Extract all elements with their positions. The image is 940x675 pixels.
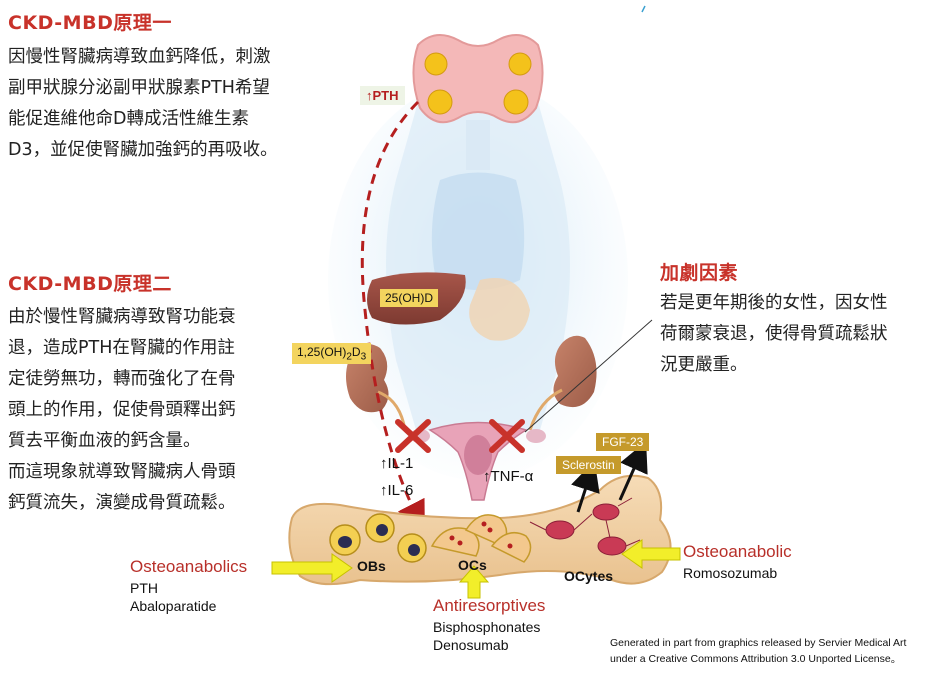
drug-item: PTH: [130, 580, 158, 596]
image-credit: Generated in part from graphics released…: [610, 635, 906, 667]
corner-mark: [641, 5, 646, 13]
section3-title: 加劇因素: [660, 262, 739, 284]
section1-line: 因慢性腎臟病導致血鈣降低，刺激: [8, 47, 271, 67]
pth-pathway-arrow: [360, 100, 425, 532]
drug-item: Abaloparatide: [130, 598, 217, 614]
fgf23-label: FGF-23: [596, 433, 650, 451]
blocked-x-mark-right: [489, 419, 525, 453]
calcitriol-mid: D: [351, 345, 361, 359]
drug-item: Bisphosphonates: [433, 619, 541, 635]
osteoclasts-label: OCs: [458, 557, 487, 573]
section2-title: CKD-MBD原理二: [8, 273, 172, 295]
osteoanabolic-arrow: [621, 539, 681, 569]
credit-line: under a Creative Commons Attribution 3.0…: [610, 653, 902, 665]
osteoanabolics-title: Osteoanabolics: [130, 557, 248, 576]
antiresorptives-group: Antiresorptives Bisphosphonates Denosuma…: [433, 596, 545, 654]
section2-line: 定徒勞無功，轉而強化了在骨: [8, 369, 236, 389]
calcitriol-base: 1,25(OH): [297, 345, 347, 359]
section3-body: 若是更年期後的女性，因女性 荷爾蒙衰退，使得骨質疏鬆狀 況更嚴重。: [660, 288, 888, 381]
osteoanabolic-title: Osteoanabolic: [683, 542, 792, 561]
calcitriol-label: 1,25(OH)2D3: [292, 343, 372, 365]
il1-label: ↑IL-1: [380, 455, 413, 472]
il1-text: IL-1: [387, 455, 414, 472]
section3-line: 荷爾蒙衰退，使得骨質疏鬆狀: [660, 324, 888, 344]
calcitriol-sub2: 3: [360, 351, 367, 363]
tnf-label: ↑TNF-α: [483, 468, 533, 485]
osteoanabolics-arrow: [271, 553, 353, 583]
section3-line: 況更嚴重。: [660, 355, 748, 375]
up-arrow-icon: ↑: [380, 482, 388, 499]
section1-title: CKD-MBD原理一: [8, 12, 172, 34]
osteoanabolics-group: Osteoanabolics PTH Abaloparatide: [130, 557, 247, 615]
sclerostin-arrow: [571, 460, 600, 513]
section2-line: 退，造成PTH在腎臟的作用註: [8, 338, 235, 358]
il6-text: IL-6: [387, 482, 414, 499]
section1-line: D3，並促使腎臟加強鈣的再吸收。: [8, 140, 278, 160]
antiresorptives-arrow: [458, 565, 490, 599]
up-arrow-icon: ↑: [380, 455, 388, 472]
connector-line: [524, 319, 653, 433]
calcitriol-sub1: 2: [346, 351, 352, 363]
section3-line: 若是更年期後的女性，因女性: [660, 293, 888, 313]
drug-item: Denosumab: [433, 637, 509, 653]
vitamin-d-label: 25(OH)D: [380, 289, 439, 307]
up-arrow-icon: ↑: [366, 88, 373, 103]
fgf23-arrow: [618, 441, 648, 501]
stomach-illustration: [469, 278, 530, 341]
section2-body: 由於慢性腎臟病導致腎功能衰 退，造成PTH在腎臟的作用註 定徒勞無功，轉而強化了…: [8, 302, 236, 519]
credit-line: Generated in part from graphics released…: [610, 637, 907, 649]
sclerostin-label: Sclerostin: [556, 456, 621, 474]
section2-line: 頭上的作用，促使骨頭釋出鈣: [8, 400, 236, 420]
section2-line: 由於慢性腎臟病導致腎功能衰: [8, 307, 236, 327]
bone-illustration: [288, 474, 672, 586]
pth-label-text: PTH: [372, 88, 399, 103]
right-kidney-illustration: [553, 335, 597, 408]
section1-line: 副甲狀腺分泌副甲狀腺素PTH希望: [8, 78, 270, 98]
up-arrow-icon: ↑: [483, 468, 491, 485]
section2-line: 鈣質流失，演變成骨質疏鬆。: [8, 493, 236, 513]
body-silhouette: [328, 80, 628, 480]
section2-line: 質去平衡血液的鈣含量。: [8, 431, 201, 451]
osteoanabolic-group: Osteoanabolic Romosozumab: [683, 542, 792, 582]
section2-line: 而這現象就導致腎臟病人骨頭: [8, 462, 236, 482]
osteoblasts-label: OBs: [357, 558, 386, 574]
il6-label: ↑IL-6: [380, 482, 413, 499]
tnf-text: TNF-α: [490, 468, 534, 485]
section1-line: 能促進維他命D轉成活性維生素: [8, 109, 249, 129]
blocked-x-mark-left: [395, 419, 431, 453]
thyroid-parathyroid-illustration: [412, 34, 544, 170]
antiresorptives-title: Antiresorptives: [433, 596, 546, 615]
drug-item: Romosozumab: [683, 565, 778, 581]
section1-body: 因慢性腎臟病導致血鈣降低，刺激 副甲狀腺分泌副甲狀腺素PTH希望 能促進維他命D…: [8, 42, 278, 166]
pth-label: ↑PTH: [360, 86, 405, 105]
osteocytes-label: OCytes: [564, 568, 614, 584]
